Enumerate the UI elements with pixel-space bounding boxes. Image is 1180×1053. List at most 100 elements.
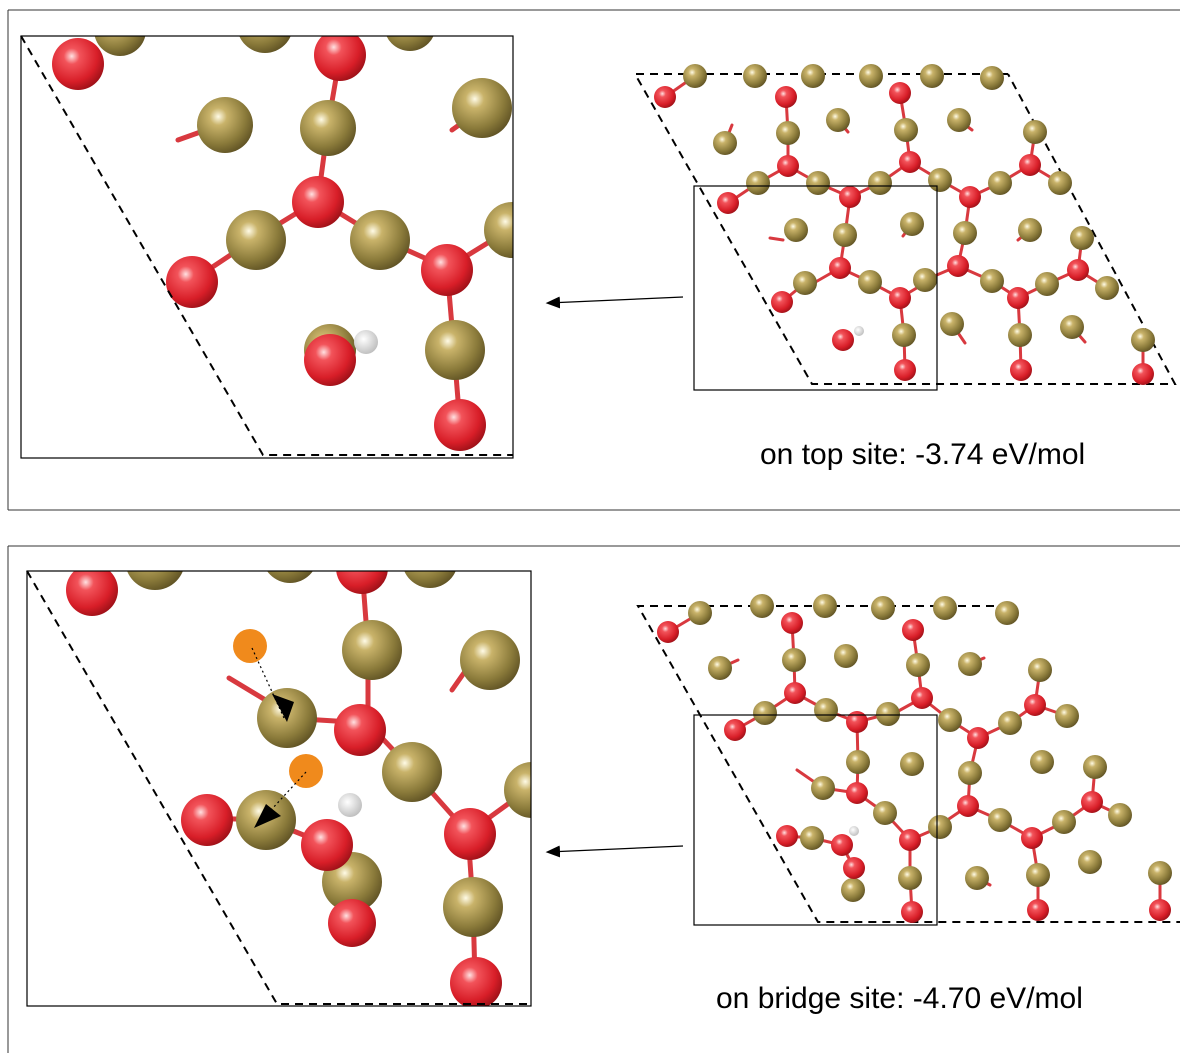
oxygen-atom [781,612,803,634]
gold-atom [688,601,712,625]
gold-atom [793,271,817,295]
movement-arrowhead [272,694,294,722]
gold-atom [953,221,977,245]
oxygen-atom [775,86,797,108]
gold-atom [859,64,883,88]
oxygen-atom [1021,827,1043,849]
gold-atom [386,36,434,51]
oxygen-atom [1067,259,1089,281]
oxygen-atom [1027,899,1049,921]
gold-atom [846,750,870,774]
gold-atom [998,711,1022,735]
top-site-caption: on top site: -3.74 eV/mol [760,438,1086,471]
gold-atom [1018,218,1042,242]
gold-atom [342,620,402,680]
gold-atom [988,171,1012,195]
gold-atom [928,815,952,839]
gold-atom [826,108,850,132]
gold-atom [1048,171,1072,195]
oxygen-atom [334,704,386,756]
zoom-view-top [20,35,514,459]
gold-atom [350,210,410,270]
gold-atom [965,866,989,890]
oxygen-atom [889,82,911,104]
oxygen-atom [314,36,366,81]
gold-atom [1095,276,1119,300]
oxygen-atom [328,899,376,947]
oxygen-atom [724,719,746,741]
gold-atom [980,269,1004,293]
gold-atom [197,97,253,153]
gold-atom [980,66,1004,90]
zoom-region-box [693,714,938,926]
gold-atom [1055,704,1079,728]
oxygen-atom [66,571,118,616]
oxygen-atom [967,727,989,749]
gold-atom [813,594,837,618]
gold-atom [892,323,916,347]
zoom-region-box [693,185,938,391]
unit-cell-outline [26,570,531,1005]
gold-atom [938,708,962,732]
gold-atom [782,648,806,672]
oxygen-atom [1132,363,1154,385]
hydrogen-atom [849,826,859,836]
gold-atom [801,64,825,88]
gold-atom [1052,810,1076,834]
gold-atom [1078,850,1102,874]
oxygen-atom [839,186,861,208]
oxygen-atom [1010,359,1032,381]
gold-atom [708,656,732,680]
gold-atom [873,801,897,825]
oxygen-atom [421,244,473,296]
oxygen-atom [947,255,969,277]
oxygen-atom [777,155,799,177]
zoom-frame [26,570,532,1007]
gold-atom [1028,658,1052,682]
oxygen-atom [843,857,865,879]
gold-atom [906,653,930,677]
highlight-atom [289,754,323,788]
oxygen-atom [654,86,676,108]
oxygen-atom [889,287,911,309]
gold-atom [833,223,857,247]
gold-atom [858,270,882,294]
gold-atom [1070,226,1094,250]
zoom-atoms [66,571,531,1006]
hydrogen-atom [338,793,362,817]
gold-atom [814,698,838,722]
oxygen-atom [181,794,233,846]
gold-atom [1023,120,1047,144]
gold-atom [913,268,937,292]
gold-atom [811,776,835,800]
gold-atom [898,866,922,890]
gold-atom [746,171,770,195]
bond [768,236,785,242]
gold-atom [226,210,286,270]
gold-atom [958,761,982,785]
gold-atom [460,630,520,690]
gold-atom [784,218,808,242]
gold-atom [806,171,830,195]
oxygen-atom [52,38,104,90]
zoom-view-bridge [26,570,532,1007]
panel-top-svg [7,9,1180,511]
gold-atom [940,312,964,336]
gold-atom [382,742,442,802]
gold-atom [988,808,1012,832]
oxygen-atom [166,256,218,308]
gold-atom [1108,803,1132,827]
gold-atom [995,601,1019,625]
bridge-site-caption: on bridge site: -4.70 eV/mol [716,982,1083,1015]
gold-atom [267,571,313,583]
gold-atom [753,701,777,725]
hydrogen-atom [854,326,864,336]
oxygen-atom [899,151,921,173]
zoom-frame [20,35,514,459]
zoom-arrow [545,296,684,309]
gold-atom [1035,272,1059,296]
oxygen-atom [832,329,854,351]
panel-top-site: on top site: -3.74 eV/mol [0,0,1180,515]
oxygen-atom [1024,694,1046,716]
gold-atom [1148,861,1172,885]
